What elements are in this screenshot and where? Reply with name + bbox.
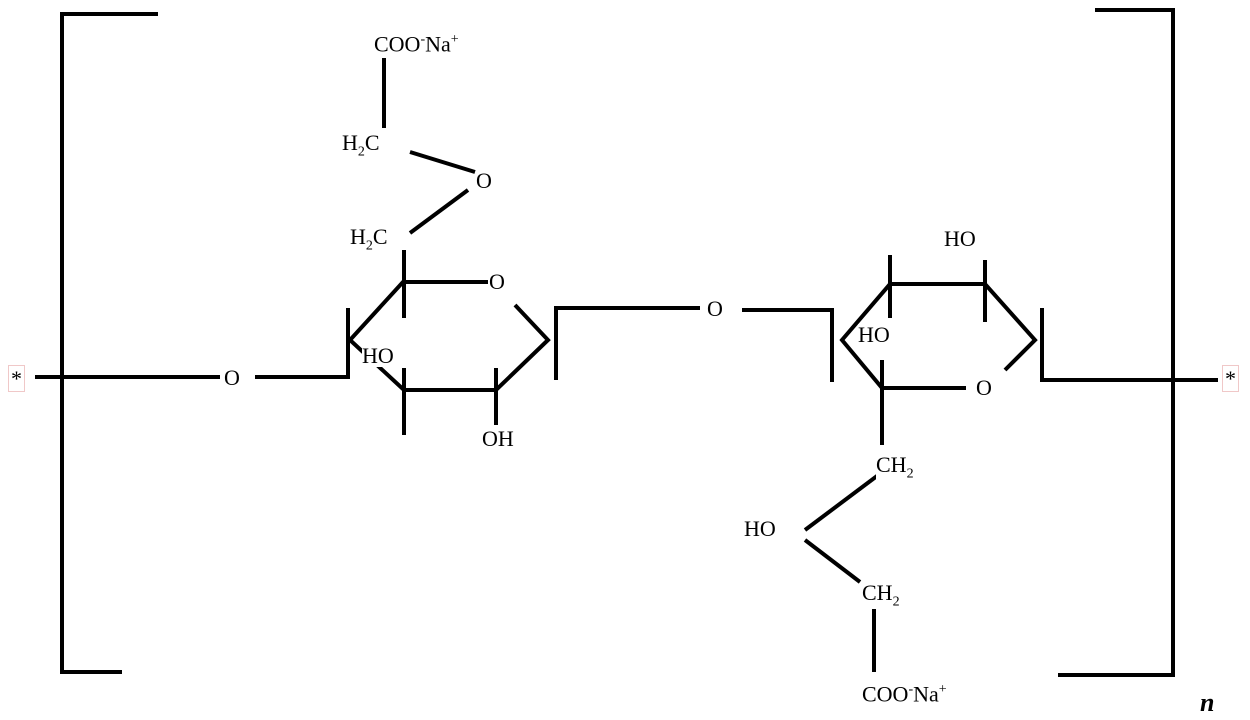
right-end-star: * <box>1222 365 1239 392</box>
ring1-bonds <box>347 280 551 392</box>
ring2-ho-inner-label: HO <box>858 322 890 347</box>
bond-ch2-ho <box>803 468 887 532</box>
top-carboxylate-label: COO-Na+ <box>374 31 459 57</box>
bond-h2c-o <box>408 188 470 235</box>
bond-ho-ch2 <box>803 538 862 584</box>
top-h2c-upper-label: H2C <box>342 130 380 160</box>
top-ether-o-label: O <box>476 168 492 193</box>
ring1-oxygen-label: O <box>489 269 505 294</box>
left-bracket <box>60 12 158 674</box>
top-h2c-lower-label: H2C <box>350 224 388 254</box>
bond-bridge-ring2 <box>742 308 834 382</box>
ring1-ho-label: HO <box>362 343 394 368</box>
ring2-oxygen-label: O <box>976 375 992 400</box>
ch2-upper-label: CH2 <box>876 452 914 482</box>
bond-ring2-right <box>1040 308 1218 382</box>
right-bracket <box>1058 8 1175 677</box>
bond-o-h2c <box>409 150 476 174</box>
side-ho-label: HO <box>744 516 776 541</box>
bond-ring1-bridge <box>554 306 700 380</box>
left-end-star: * <box>8 365 25 392</box>
left-link-oxygen-label: O <box>224 365 240 390</box>
bond-o-ring1 <box>255 308 350 379</box>
ring1-oh-label: OH <box>482 426 514 451</box>
ch2-lower-label: CH2 <box>862 580 900 610</box>
ring2-ho-top-label: HO <box>944 226 976 251</box>
repeat-unit-n: n <box>1200 688 1215 717</box>
bridge-oxygen-label: O <box>707 296 723 321</box>
bottom-carboxylate-label: COO-Na+ <box>862 681 947 707</box>
